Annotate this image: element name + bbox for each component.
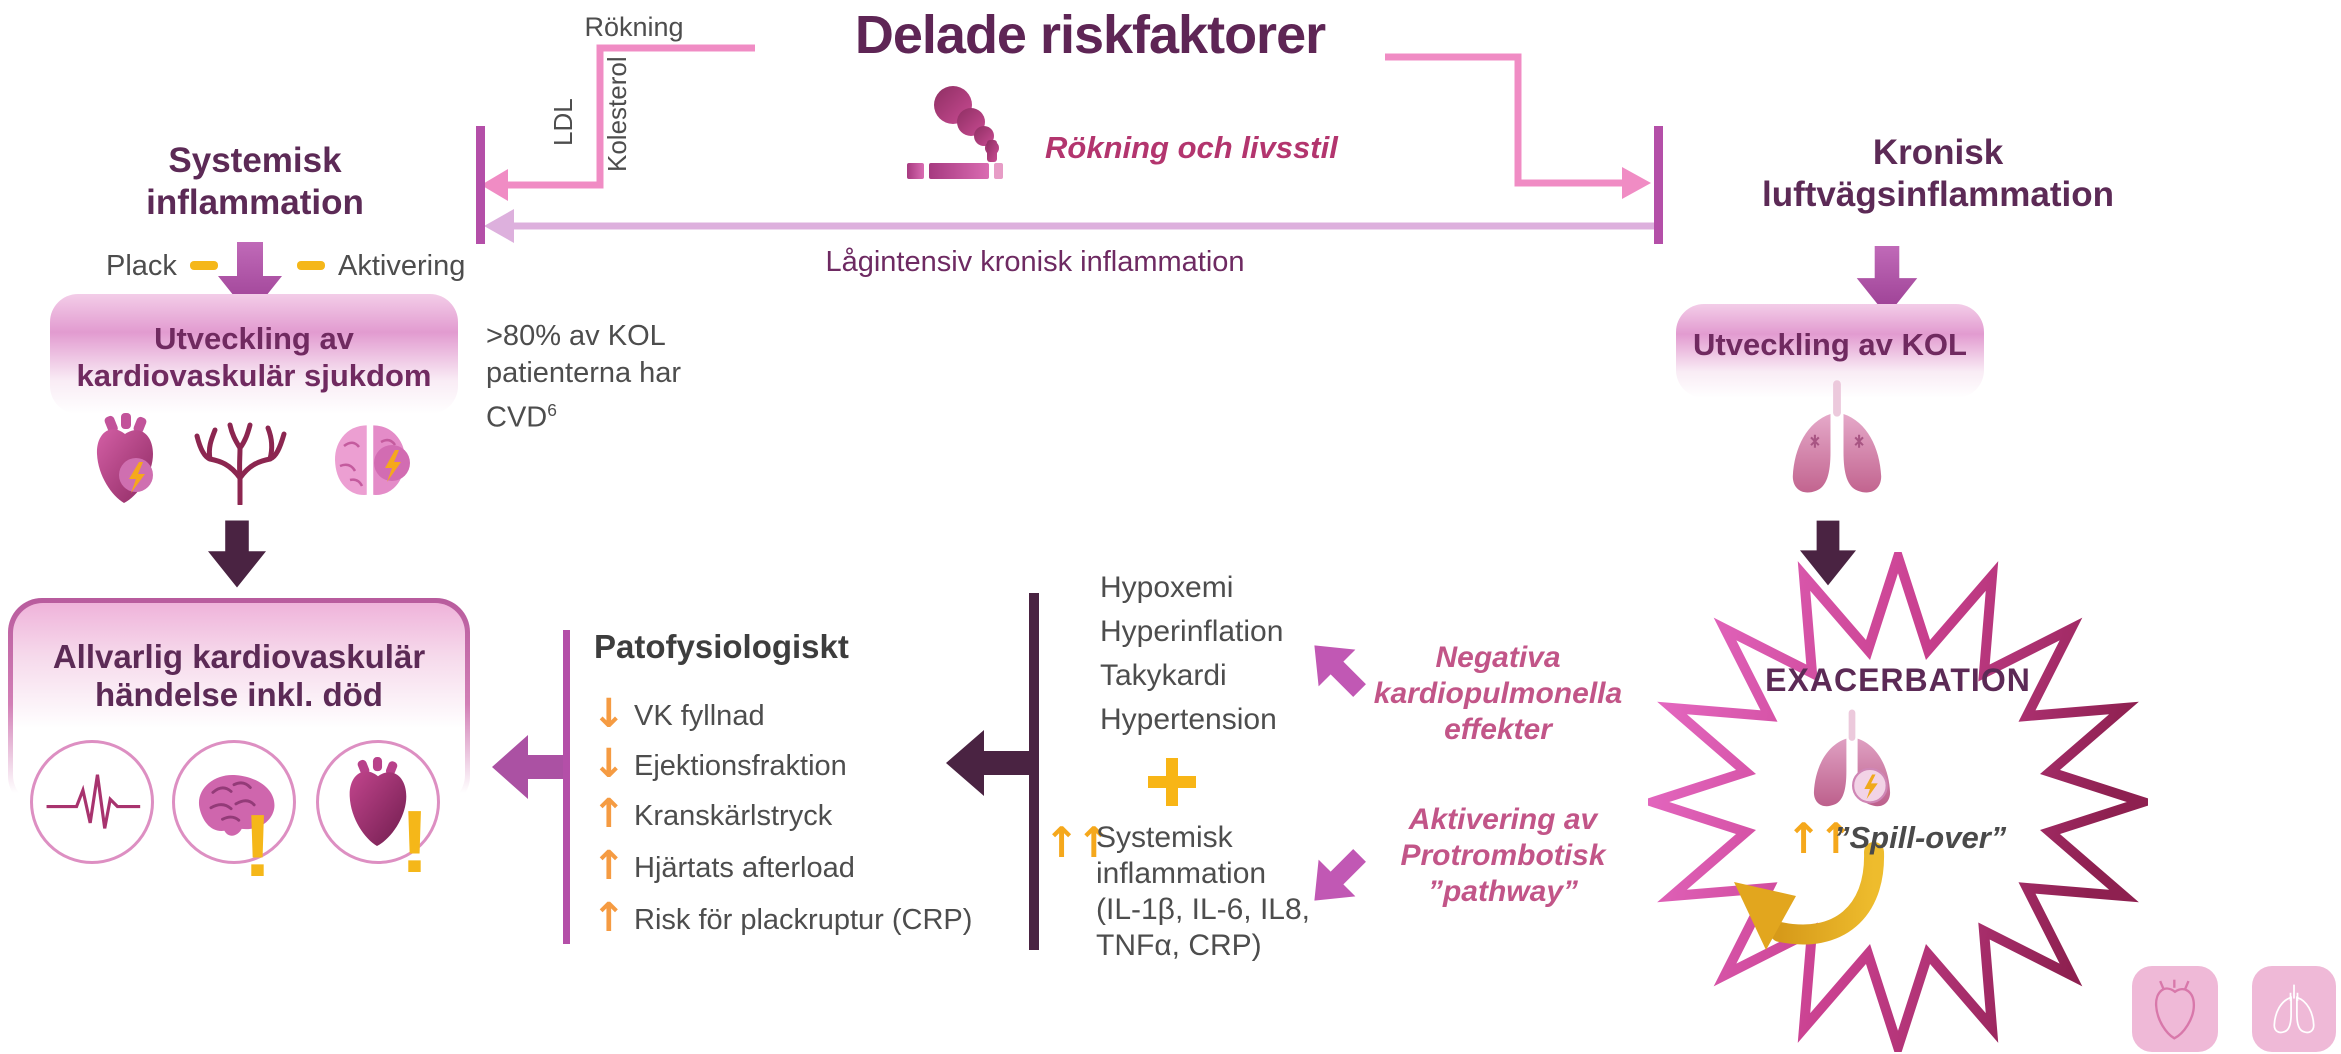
plack-label: Plack <box>106 250 177 282</box>
brain-circle <box>172 740 296 864</box>
patho-item: Risk för plackruptur (CRP) <box>634 904 973 936</box>
rokning-label: Rökning <box>584 12 684 42</box>
heart-circle <box>316 740 440 864</box>
spillover-arrowhead-icon <box>1734 882 1796 950</box>
patho-item: Ejektionsfraktion <box>634 750 847 782</box>
double-up-arrows-icon: ↑↑ <box>1786 814 1853 863</box>
lightning-icon <box>1864 774 1878 800</box>
aktivering-label: Aktivering <box>338 250 466 282</box>
heart-button[interactable] <box>2132 966 2218 1052</box>
patho-item: Kranskärlstryck <box>634 800 833 832</box>
yellow-dash-icon <box>297 261 325 270</box>
right-terminal-bar <box>1654 126 1663 244</box>
systemic-inflammation-heading: Systemisk inflammation <box>146 141 364 222</box>
double-up-arrows-icon: ↑↑ <box>1044 818 1111 867</box>
exacerbation-starburst <box>1648 552 2148 1052</box>
up-trend-icon: ↑ <box>592 791 626 837</box>
up-trend-icon: ↑ <box>592 895 626 941</box>
lungs-button[interactable] <box>2252 966 2336 1052</box>
heart-attack-icon <box>96 413 153 503</box>
patho-divider-line <box>563 630 570 944</box>
left-arrow-icon <box>492 735 564 799</box>
airway-inflammation-heading: Kronisk luftvägsinflammation <box>1762 133 2114 214</box>
spillover-label: ”Spill-over” <box>1834 820 2007 855</box>
acute-effect-item: Hypertension <box>1100 703 1277 736</box>
ecg-circle <box>30 740 154 864</box>
acute-effect-item: Takykardi <box>1100 659 1227 692</box>
copd-cvd-statistic: >80% av KOL patienterna har CVD6 <box>486 320 682 434</box>
down-arrow-icon <box>1856 246 1918 316</box>
spillover-curved-arrow-icon <box>1770 842 1885 945</box>
heart-icon <box>349 757 407 846</box>
systemic-inflammation-block: Systemisk inflammation (IL-1β, IL-6, IL8… <box>1096 821 1311 962</box>
up-trend-icon: ↑ <box>592 843 626 889</box>
cvd-development-box: Utveckling av kardiovaskulär sjukdom <box>50 294 458 414</box>
acute-effect-item: Hypoxemi <box>1100 571 1234 604</box>
brain-stroke-icon <box>332 422 410 498</box>
ldl-label: LDL <box>548 98 578 146</box>
acute-divider-line <box>1029 593 1039 950</box>
exacerbation-label: EXACERBATION <box>1765 662 2031 698</box>
diagonal-arrow-upleft-icon <box>1314 645 1366 697</box>
patho-item: Hjärtats afterload <box>634 852 855 884</box>
warning-mark-brain: ! <box>243 796 273 895</box>
arrowhead-right-icon <box>1622 167 1651 199</box>
prothrombotic-pathway-label: Aktivering av Protrombotisk ”pathway” <box>1400 803 1606 908</box>
down-arrow-dark-icon <box>1800 520 1856 586</box>
warning-mark-heart: ! <box>400 792 430 891</box>
lifestyle-caption: Rökning och livsstil <box>1045 130 1338 165</box>
cigarette-smoke-icon <box>907 86 1003 179</box>
blood-vessels-icon <box>194 422 287 505</box>
plus-icon <box>1148 758 1196 806</box>
lightning-icon <box>129 462 145 493</box>
negative-cardiopulmonary-label: Negativa kardiopulmonella effekter <box>1373 641 1623 746</box>
diagonal-arrow-downleft-icon <box>1314 849 1366 901</box>
lightning-icon <box>385 450 401 482</box>
left-terminal-bar <box>476 126 485 244</box>
heart-button-icon <box>2154 979 2196 1040</box>
down-arrow-icon <box>218 242 282 316</box>
patho-item: VK fyllnad <box>634 700 765 732</box>
lungs-icon <box>1792 380 1882 493</box>
yellow-dash-icon <box>190 261 218 270</box>
connector-lines <box>476 44 1663 244</box>
ecg-icon <box>46 774 141 829</box>
bronchi-detail <box>1854 434 1864 448</box>
arrowhead-left-icon <box>481 169 508 201</box>
page-title: Delade riskfaktorer <box>854 5 1326 65</box>
low-grade-inflammation-label: Lågintensiv kronisk inflammation <box>825 246 1245 278</box>
arrowhead-pale-left-icon <box>484 209 514 243</box>
down-trend-icon: ↓ <box>592 691 626 737</box>
acute-effect-item: Hyperinflation <box>1100 615 1284 648</box>
left-arrow-dark-icon <box>946 730 1030 796</box>
lungs-exacerbation-icon <box>1813 709 1891 807</box>
kolesterol-label: Kolesterol <box>602 56 632 172</box>
kol-development-box: Utveckling av KOL <box>1676 304 1984 398</box>
brain-icon <box>198 774 275 836</box>
lungs-button-icon <box>2273 984 2315 1034</box>
bronchi-detail <box>1810 434 1820 448</box>
patho-heading: Patofysiologiskt <box>594 628 849 665</box>
down-arrow-dark-icon <box>208 520 266 588</box>
down-trend-icon: ↓ <box>592 741 626 787</box>
